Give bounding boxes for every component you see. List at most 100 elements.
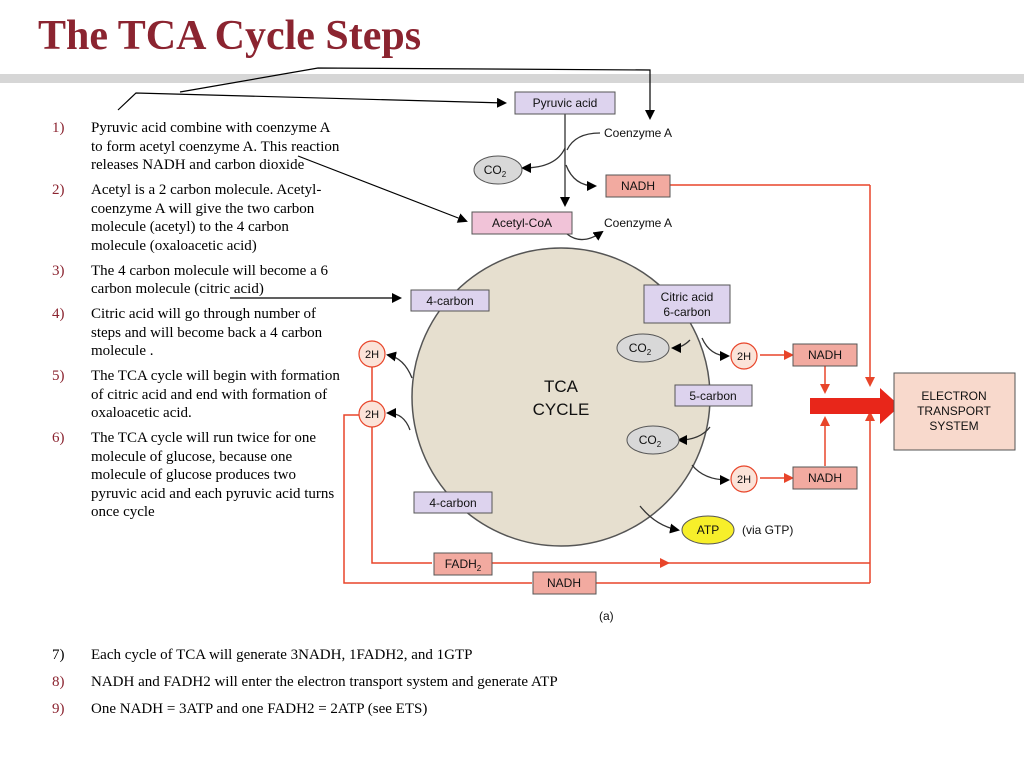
pyruvic-acid-box xyxy=(514,91,616,115)
ets-label-line3: SYSTEM xyxy=(929,419,978,433)
ets-label-line1: ELECTRON xyxy=(921,389,986,403)
4-carbon-upper-box xyxy=(410,289,490,312)
co2-upper-ellipse xyxy=(616,333,670,363)
step-text: Acetyl is a 2 carbon molecule. Acetyl-co… xyxy=(91,182,322,254)
2h-lower-left-label: 2H xyxy=(365,409,379,421)
pointer-to-acetyl-coa xyxy=(297,155,468,223)
step-item-7: 7) Each cycle of TCA will generate 3NADH,… xyxy=(52,646,752,665)
citric-acid-box xyxy=(643,284,731,324)
ets-input-arrow xyxy=(810,388,900,424)
acetyl-coa-label: Acetyl-CoA xyxy=(492,216,552,230)
co2-lower-label: CO2 xyxy=(639,433,662,449)
step-text: NADH and FADH2 will enter the electron t… xyxy=(91,674,558,690)
co2-top-ellipse xyxy=(473,155,523,185)
step-item: 3) The 4 carbon molecule will become a 6 … xyxy=(52,262,342,299)
tca-cycle-label-line1: TCA xyxy=(544,377,579,396)
2h-lower-right-circle xyxy=(730,465,758,493)
2h-upper-right-arrow xyxy=(701,337,730,361)
step-item: 5) The TCA cycle will begin with formatio… xyxy=(52,367,342,423)
atp-ellipse xyxy=(681,515,735,545)
co2-upper-label: CO2 xyxy=(629,341,652,357)
pyruvic-acid-label: Pyruvic acid xyxy=(533,96,598,110)
step-number: 1) xyxy=(52,120,65,136)
pointer-to-coenzyme-a xyxy=(179,67,655,120)
2h-upper-left-label: 2H xyxy=(365,349,379,361)
ets-label-line2: TRANSPORT xyxy=(917,404,991,418)
2h-lower-right-label: 2H xyxy=(737,474,751,486)
step-item: 6) The TCA cycle will run twice for one m… xyxy=(52,429,342,522)
left-2h-lower-to-nadh xyxy=(343,414,532,584)
co2-lower-ellipse xyxy=(626,425,680,455)
title-divider xyxy=(0,74,1024,83)
step-number: 5) xyxy=(52,368,65,384)
nadh-lower-right-label: NADH xyxy=(808,471,842,485)
step-number: 8) xyxy=(52,674,65,690)
nadh-lower-right-box xyxy=(792,466,858,490)
nadh-upper-right-box xyxy=(792,343,858,367)
atp-label: ATP xyxy=(697,523,719,537)
5-carbon-box xyxy=(674,384,753,407)
nadh-bottom-label: NADH xyxy=(547,576,581,590)
step-item: 2) Acetyl is a 2 carbon molecule. Acetyl-… xyxy=(52,181,342,255)
2h-upper-right-label: 2H xyxy=(737,351,751,363)
step-item-9: 9) One NADH = 3ATP and one FADH2 = 2ATP (… xyxy=(52,700,752,719)
co2-out-arrow xyxy=(521,147,566,173)
via-gtp-label: (via GTP) xyxy=(742,523,793,537)
acetyl-coa-box xyxy=(471,211,573,235)
step-text: The 4 carbon molecule will become a 6 ca… xyxy=(91,262,328,298)
4-carbon-lower-box xyxy=(413,491,493,514)
step-text: One NADH = 3ATP and one FADH2 = 2ATP (se… xyxy=(91,701,428,717)
annotation-pointers xyxy=(117,67,655,303)
step-number: 3) xyxy=(52,262,65,279)
nadh-top-label: NADH xyxy=(621,179,655,193)
step-text: The TCA cycle will begin with formation … xyxy=(91,368,340,421)
step-number: 9) xyxy=(52,701,65,717)
figure-caption: (a) xyxy=(599,609,614,623)
step-text: Pyruvic acid combine with coenzyme A to … xyxy=(91,120,340,173)
coenzyme-a-in-label: Coenzyme A xyxy=(604,126,672,140)
slide-title: The TCA Cycle Steps xyxy=(38,13,422,59)
nadh-upper-right-label: NADH xyxy=(808,348,842,362)
coenzyme-a-out-label: Coenzyme A xyxy=(604,216,672,230)
step-number: 6) xyxy=(52,430,65,446)
citric-acid-label-line2: 6-carbon xyxy=(663,305,710,319)
steps-list: 1) Pyruvic acid combine with coenzyme A t… xyxy=(52,119,342,528)
co2-upper-arrow xyxy=(671,339,691,353)
fadh2-box xyxy=(433,552,493,576)
fadh2-label: FADH2 xyxy=(445,557,482,573)
left-2h-upper-to-fadh xyxy=(371,366,432,564)
4-carbon-upper-label: 4-carbon xyxy=(426,294,473,308)
pathway-arrows xyxy=(386,113,730,534)
citric-acid-label-line1: Citric acid xyxy=(661,290,714,304)
step-text: Citric acid will go through number of st… xyxy=(91,306,323,359)
pointer-to-pyruvic-acid xyxy=(117,92,507,111)
coenzyme-a-in-arrow xyxy=(566,132,601,151)
co2-lower-arrow xyxy=(677,426,711,445)
2h-upper-left-arrow xyxy=(386,351,413,379)
2h-upper-right-circle xyxy=(730,342,758,370)
co2-top-label: CO2 xyxy=(484,163,507,179)
step-number: 7) xyxy=(52,647,65,663)
2h-lower-left-arrow xyxy=(386,408,411,431)
step-number: 2) xyxy=(52,182,65,198)
step-number: 4) xyxy=(52,306,65,322)
2h-upper-left-circle xyxy=(358,340,386,368)
step-text: The TCA cycle will run twice for one mol… xyxy=(91,430,335,520)
step-item: 4) Citric acid will go through number of … xyxy=(52,305,342,361)
atp-arrow xyxy=(639,505,680,534)
electron-transport-system-box xyxy=(893,372,1016,451)
tca-cycle-label-line2: CYCLE xyxy=(533,400,590,419)
5-carbon-label: 5-carbon xyxy=(689,389,736,403)
step-item: 1) Pyruvic acid combine with coenzyme A t… xyxy=(52,119,342,175)
nadh-out-arrow xyxy=(565,164,597,191)
2h-lower-left-circle xyxy=(358,400,386,428)
coenzyme-a-out-arrow xyxy=(566,230,604,241)
step-item-8: 8) NADH and FADH2 will enter the electron… xyxy=(52,673,752,692)
4-carbon-lower-label: 4-carbon xyxy=(429,496,476,510)
nadh-bottom-box xyxy=(532,571,597,595)
step-text: Each cycle of TCA will generate 3NADH, 1… xyxy=(91,647,473,663)
nadh-top-box xyxy=(605,174,671,198)
2h-lower-right-arrow xyxy=(691,464,730,485)
electron-flow-lines xyxy=(343,184,875,584)
